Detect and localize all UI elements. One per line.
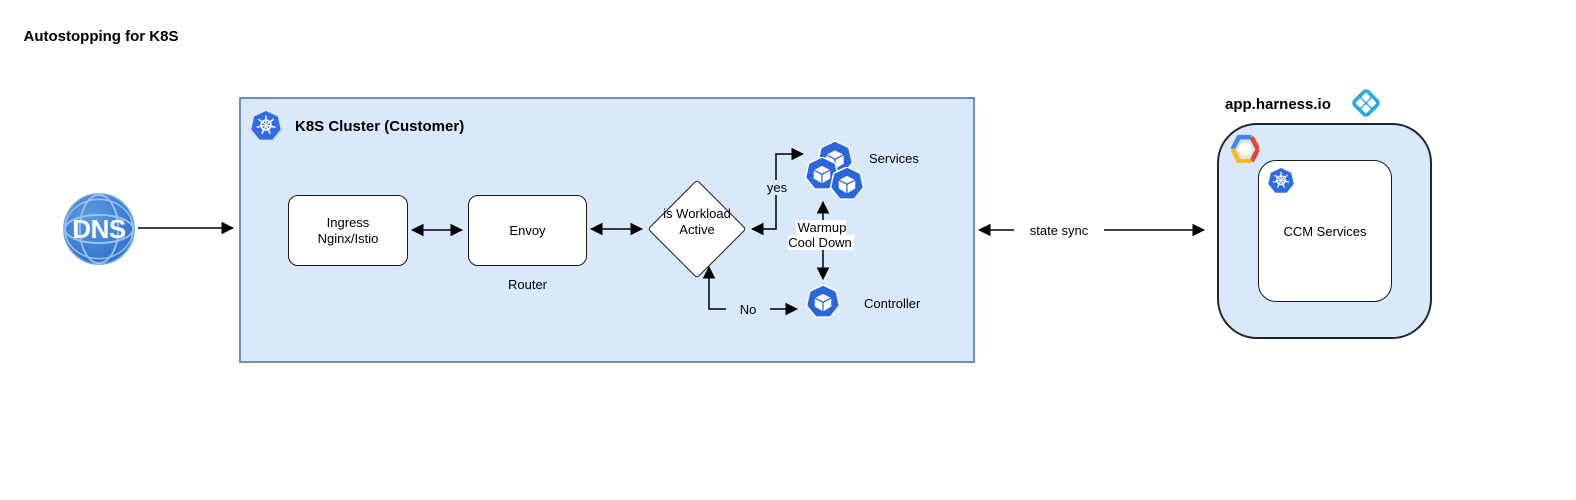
no-label: No [726,302,770,317]
cluster-title: K8S Cluster (Customer) [295,118,465,135]
yes-label: yes [755,180,799,195]
ccm-services-label: CCM Services [1283,223,1367,239]
warmup-cooldown-label: Warmup Cool Down [782,220,860,250]
envoy-node: Envoy [468,195,587,266]
decision-label: is Workload Active [663,206,731,237]
state-sync-label: state sync [1014,223,1104,238]
google-cloud-icon [1226,130,1259,163]
ingress-node: Ingress Nginx/Istio [288,195,408,266]
router-caption: Router [507,277,548,292]
harness-logo-icon [1349,86,1383,120]
controller-label: Controller [864,296,921,311]
pod-cube-icon [830,167,864,201]
warmup-cooldown-text: Warmup Cool Down [788,220,854,250]
pod-cube-icon [806,285,840,319]
dns-node: DNS [62,192,136,266]
services-label: Services [869,151,919,166]
dns-label: DNS [72,213,126,244]
kubernetes-icon [1268,168,1294,194]
kubernetes-icon [251,111,281,141]
diagram-title: Autostopping for K8S [23,28,179,45]
harness-domain-title: app.harness.io [1225,96,1331,113]
